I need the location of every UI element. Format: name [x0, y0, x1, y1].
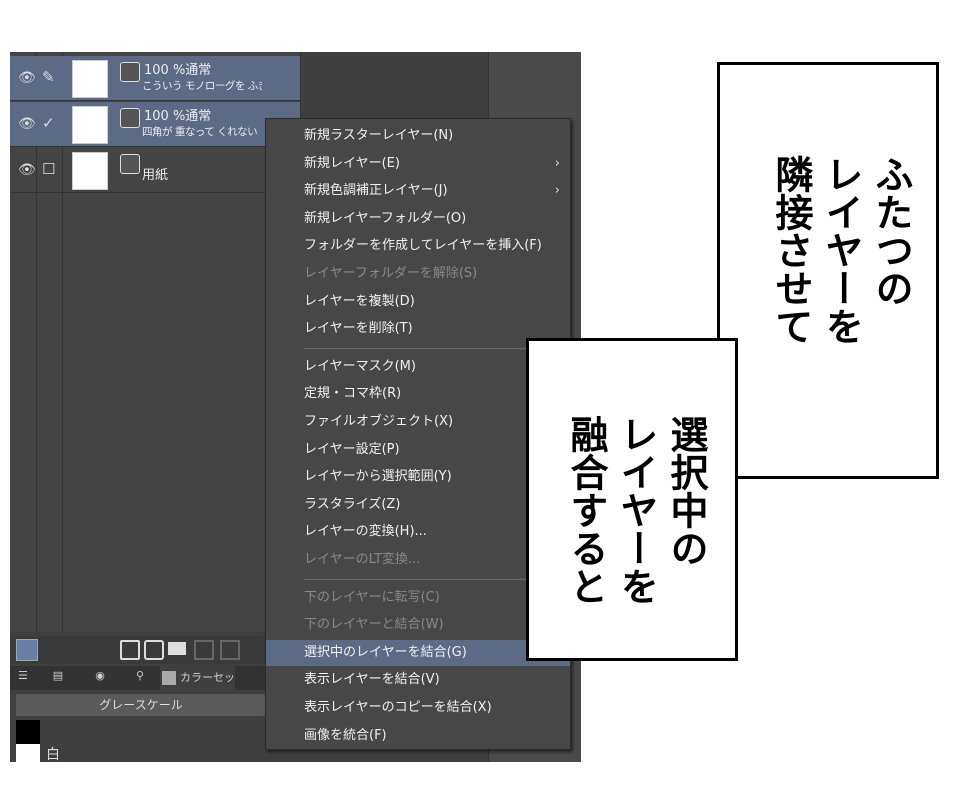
menu-item[interactable]: 表示レイヤーのコピーを結合(X): [304, 700, 492, 715]
merge-icon: [220, 640, 240, 660]
tab-color-circle[interactable]: ◉: [95, 669, 105, 682]
layer-name: こういう モノローグを ふきだしレイヤー: [142, 80, 262, 92]
balloon-text-line: 隣接させて: [769, 155, 814, 345]
chevron-right-icon: ›: [554, 155, 560, 171]
check-icon[interactable]: ✓: [42, 114, 55, 132]
layer-name: 四角が 重なって くれない: [142, 126, 258, 138]
menu-separator: [304, 578, 559, 580]
speech-balloon-1: ふたつのレイヤーを隣接させて: [717, 62, 939, 479]
visibility-eye-icon[interactable]: 👁: [18, 116, 36, 132]
tab-color-set[interactable]: カラーセッ: [160, 666, 235, 690]
menu-item[interactable]: レイヤーを削除(T): [304, 321, 413, 337]
new-vector-layer-icon[interactable]: [144, 640, 164, 660]
balloon-layer-icon: [120, 108, 140, 128]
balloon-text-line: 選択中の: [664, 415, 709, 567]
menu-item[interactable]: 新規色調補正レイヤー(J)›: [266, 178, 570, 204]
new-raster-layer-icon[interactable]: [120, 640, 140, 660]
layer-blend-mode: 100 %通常: [144, 63, 212, 78]
swatch-label: 白: [46, 747, 60, 763]
menu-item[interactable]: 新規ラスターレイヤー(N): [304, 128, 454, 143]
menu-separator: [304, 347, 559, 349]
layer-view-toggle-icon[interactable]: [16, 639, 38, 661]
layer-row[interactable]: 👁 ✓ 100 %通常 四角が 重なって くれない: [10, 102, 300, 147]
paper-layer-icon: [120, 154, 140, 174]
menu-item: レイヤーのLT変換...: [304, 552, 421, 567]
balloon-text-line: レイヤーを: [614, 415, 659, 605]
layer-list: 👁 ✎ 100 %通常 こういう モノローグを ふきだしレイヤー👁 ✓ 100 …: [10, 52, 301, 632]
visibility-eye-icon[interactable]: 👁: [18, 162, 36, 178]
layer-blend-mode: 100 %通常: [144, 109, 212, 124]
layer-thumbnail: [72, 60, 108, 98]
menu-item[interactable]: レイヤーを複製(D): [304, 293, 415, 309]
tab-navigator[interactable]: ⚲: [135, 669, 145, 682]
speech-balloon-2: 選択中のレイヤーを融合すると: [526, 338, 738, 661]
menu-item: 下のレイヤーと結合(W): [304, 617, 444, 633]
layer-thumbnail: [72, 106, 108, 144]
pen-icon[interactable]: ✎: [42, 68, 55, 86]
balloon-text-line: 融合すると: [564, 415, 609, 605]
tab-sub-tool[interactable]: ▤: [52, 669, 64, 682]
menu-item[interactable]: 新規レイヤーフォルダー(O): [304, 210, 467, 226]
menu-item[interactable]: 表示レイヤーを結合(V): [304, 672, 440, 688]
balloon-text-line: ふたつの: [869, 155, 914, 307]
menu-item[interactable]: フォルダーを作成してレイヤーを挿入(F): [304, 238, 542, 254]
layer-name: 用紙: [142, 168, 169, 183]
layer-row[interactable]: 👁 ☐ 用紙: [10, 148, 300, 193]
transfer-icon: [194, 640, 214, 660]
menu-item[interactable]: 定規・コマ枠(R): [304, 386, 402, 402]
color-set-icon: [162, 671, 176, 685]
layer-thumbnail: [72, 152, 108, 190]
menu-item: レイヤーフォルダーを解除(S): [304, 266, 478, 281]
menu-icon[interactable]: ☰: [18, 669, 28, 682]
menu-item[interactable]: レイヤーから選択範囲(Y): [304, 469, 452, 485]
menu-item[interactable]: レイヤーの変換(H)...: [304, 524, 427, 540]
layer-toolbar: [10, 636, 300, 664]
balloon-layer-icon: [120, 62, 140, 82]
menu-item[interactable]: レイヤーマスク(M): [304, 358, 416, 374]
menu-item[interactable]: 新規レイヤー(E)›: [266, 151, 570, 177]
swatch-white[interactable]: [16, 744, 40, 762]
menu-item: 下のレイヤーに転写(C): [304, 589, 440, 605]
palette-tabs: ☰ ▤ ◉ ⚲ カラーセッ: [10, 666, 300, 690]
menu-item[interactable]: ラスタライズ(Z): [304, 496, 401, 512]
menu-item[interactable]: 画像を統合(F): [304, 727, 387, 743]
menu-item[interactable]: ファイルオブジェクト(X): [304, 414, 454, 429]
new-folder-icon[interactable]: [168, 642, 186, 655]
chevron-right-icon: ›: [554, 183, 560, 199]
menu-item[interactable]: 選択中のレイヤーを結合(G): [266, 639, 570, 666]
layer-row[interactable]: 👁 ✎ 100 %通常 こういう モノローグを ふきだしレイヤー: [10, 56, 300, 101]
color-set-dropdown[interactable]: グレースケール: [16, 694, 266, 716]
visibility-eye-icon[interactable]: 👁: [18, 70, 36, 86]
checkbox-icon[interactable]: ☐: [42, 160, 56, 178]
swatch-black[interactable]: [16, 720, 40, 744]
layer-context-menu: 新規ラスターレイヤー(N) 新規レイヤー(E)›新規色調補正レイヤー(J)› 新規レ…: [265, 118, 571, 750]
menu-item[interactable]: レイヤー設定(P): [304, 441, 400, 457]
balloon-text-line: レイヤーを: [819, 155, 864, 345]
